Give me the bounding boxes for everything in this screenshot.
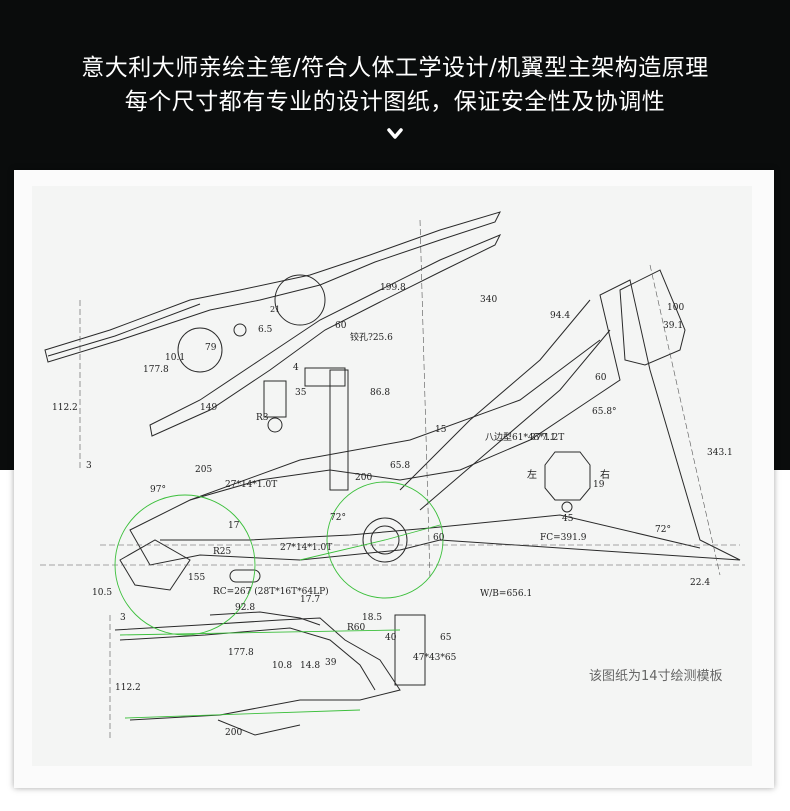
dim-72-deg: 72° <box>330 513 346 523</box>
dim-340: 340 <box>480 295 497 305</box>
dim-60a: 60 <box>335 321 347 331</box>
headline-line-1: 意大利大师亲绘主笔/符合人体工学设计/机翼型主架构造原理 <box>81 55 709 81</box>
chevron-down-icon[interactable] <box>385 126 405 142</box>
dim-39-1: 39.1 <box>663 321 683 331</box>
dim-177-8: 177.8 <box>143 365 169 375</box>
dim-343-1: 343.1 <box>707 448 733 458</box>
dim-97-deg: 97° <box>150 485 166 495</box>
dim-22-4: 22.4 <box>690 578 710 588</box>
dim-65-8: 65.8 <box>390 461 410 471</box>
dim-200-b: 200 <box>225 728 242 738</box>
swingarm-lower <box>114 617 401 721</box>
dim-60b: 60 <box>595 373 607 383</box>
dim-112-2: 112.2 <box>52 403 78 413</box>
dim-377-1: 377.1 <box>530 433 556 443</box>
dim-45: 45 <box>562 514 574 524</box>
headline-line-2: 每个尺寸都有专业的设计图纸，保证安全性及协调性 <box>124 89 666 115</box>
dim-92-8: 92.8 <box>235 603 255 613</box>
dim-17: 17 <box>228 521 240 531</box>
dim-65-8-deg: 65.8° <box>592 407 617 417</box>
dim-39: 39 <box>325 658 337 668</box>
dim-155: 155 <box>188 573 205 583</box>
dim-40: 40 <box>385 633 397 643</box>
dim-35: 35 <box>295 388 307 398</box>
dim-65: 65 <box>440 633 452 643</box>
dim-10-8: 10.8 <box>272 661 292 671</box>
dim-rc: RC=267 (28T*16T*64LP) <box>213 586 329 597</box>
dim-177-8-b: 177.8 <box>228 648 254 658</box>
dim-6-5: 6.5 <box>258 325 273 335</box>
drawing-sheet <box>32 186 752 766</box>
dim-79: 79 <box>205 343 217 353</box>
dim-112-2-b: 112.2 <box>115 683 141 693</box>
dim-tube-2: 27*14*1.0T <box>280 543 332 553</box>
dim-wb: W/B=656.1 <box>480 589 532 599</box>
dim-fc: FC=391.9 <box>540 533 587 543</box>
dim-100: 100 <box>667 303 684 313</box>
dim-18-5: 18.5 <box>362 613 382 623</box>
dim-tube-1: 27*14*1.0T <box>225 480 277 490</box>
dim-14-8: 14.8 <box>300 661 320 671</box>
dim-r60: R60 <box>347 623 366 633</box>
template-note: 该图纸为14寸绘测模板 <box>589 669 723 684</box>
dim-bottom-tube: 47*43*65 <box>413 653 457 663</box>
dim-205: 205 <box>195 465 212 475</box>
dim-72-deg-2: 72° <box>655 525 671 535</box>
dim-4: 4 <box>293 363 299 373</box>
dim-199-8: 199.8 <box>380 283 406 293</box>
dim-60c: 60 <box>433 533 445 543</box>
dim-200: 200 <box>355 473 372 483</box>
dim-3-b: 3 <box>120 613 126 623</box>
dim-19: 19 <box>593 480 605 490</box>
dim-octagon: 八边型61*45*1.2T <box>485 432 564 443</box>
main-frame <box>129 279 741 566</box>
dim-21: 21 <box>270 305 280 314</box>
dim-94-4: 94.4 <box>550 311 570 321</box>
dim-17-7: 17.7 <box>300 595 320 605</box>
dim-3: 3 <box>86 461 92 471</box>
label-right: 右 <box>600 468 610 481</box>
dim-10-5: 10.5 <box>92 588 112 598</box>
dim-86-8: 86.8 <box>370 388 390 398</box>
dim-15: 15 <box>435 425 447 435</box>
label-left: 左 <box>527 468 537 481</box>
dim-r25: R25 <box>213 547 232 557</box>
dim-10-1: 10.1 <box>165 353 185 363</box>
swingarm-upper <box>44 211 501 363</box>
dim-hole: 铰孔?25.6 <box>350 331 393 343</box>
dim-r3: R3 <box>256 413 269 423</box>
dim-149: 149 <box>200 403 217 413</box>
